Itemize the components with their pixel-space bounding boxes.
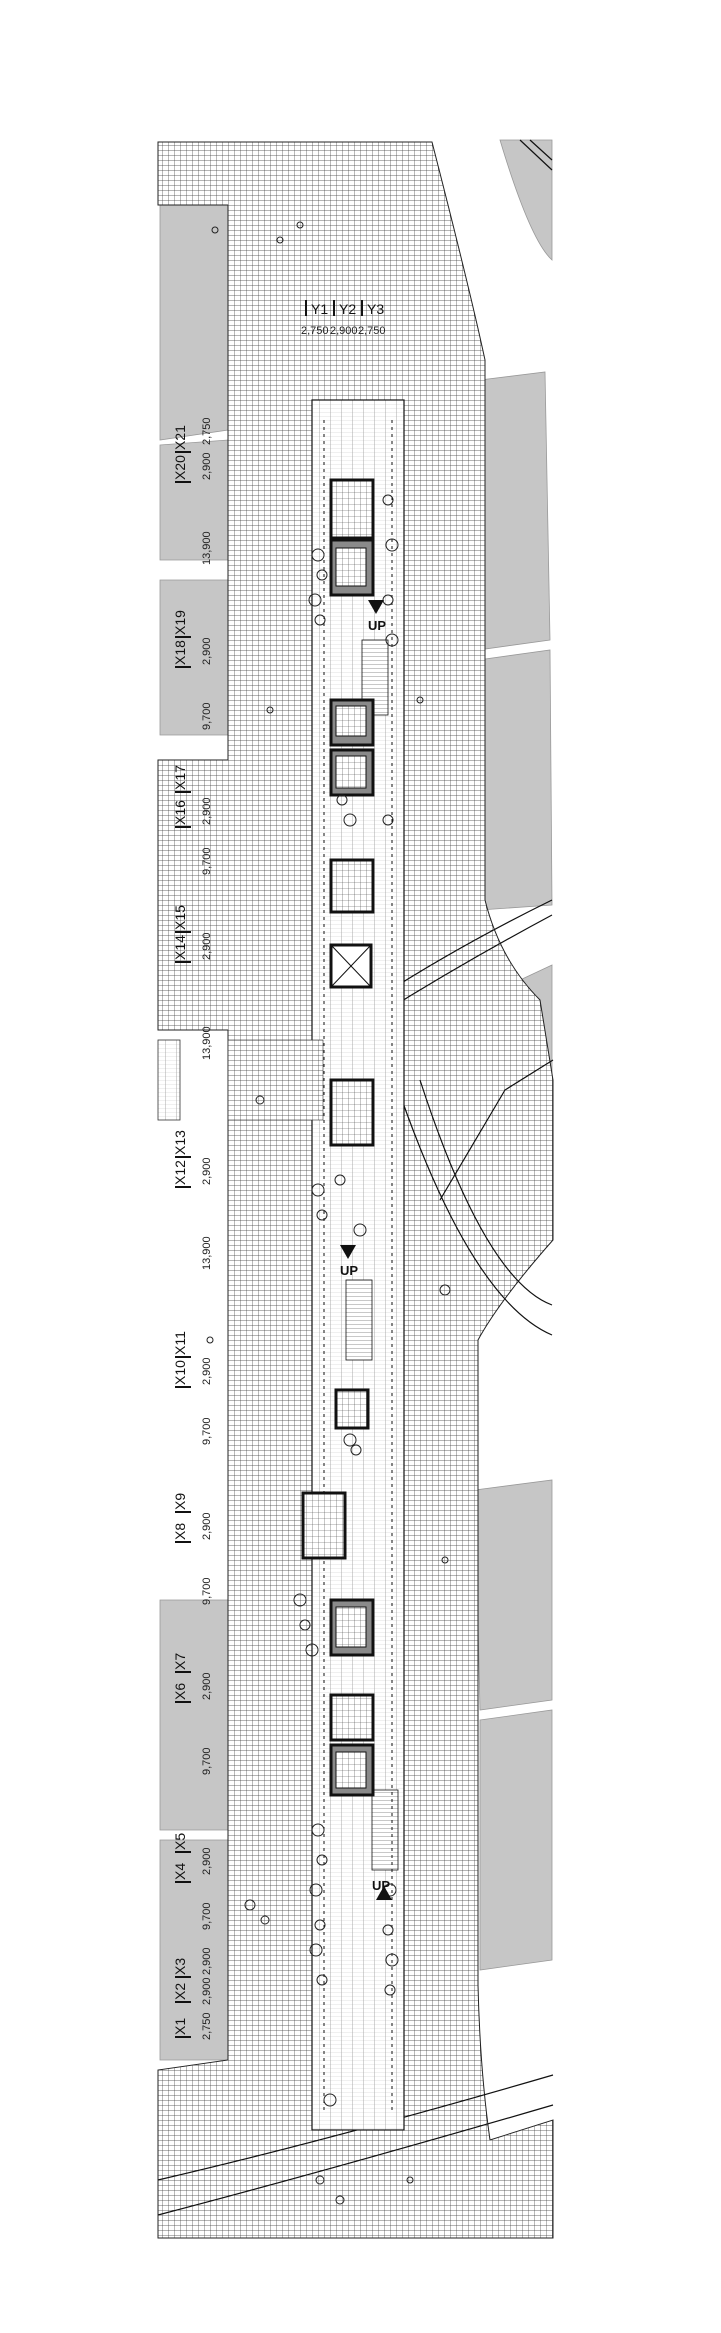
grid-x-dimension: 2,900: [201, 637, 213, 665]
grid-x-dimension: 2,900: [201, 1977, 213, 2005]
up-marker-1: UP: [368, 600, 386, 633]
station-cores: [301, 478, 375, 1797]
tree-clusters: [206, 221, 451, 2205]
grid-x-label: X19: [172, 610, 188, 635]
svg-text:UP: UP: [368, 618, 386, 633]
grid-x-label: X7: [172, 1653, 188, 1670]
grid-x-dimension: 9,700: [201, 847, 213, 875]
grid-x-axes: X1 X2 X3 X4 X5 X6 X7 X8 X9 X10 X11 X12 X13 X14 X15 X16 X…: [172, 417, 213, 2040]
grid-x-dimension: 13,900: [201, 1236, 213, 1270]
grid-x-dimension: 13,900: [201, 531, 213, 565]
grid-y-dimension: 2,900: [330, 325, 358, 337]
grid-y-label: Y1: [311, 301, 328, 317]
grid-x-dimension: 2,900: [201, 1947, 213, 1975]
grid-x-dimension: 2,900: [201, 932, 213, 960]
grid-x-dimension: 9,700: [201, 1577, 213, 1605]
grid-x-label: X14: [172, 935, 188, 960]
grid-x-label: X15: [172, 905, 188, 930]
grid-x-label: X4: [172, 1863, 188, 1880]
grid-x-label: X20: [172, 455, 188, 480]
diagonal-road: [157, 139, 554, 2216]
up-marker-2: UP: [340, 1245, 358, 1278]
grid-x-label: X16: [172, 800, 188, 825]
grid-x-dimension: 2,750: [201, 417, 213, 445]
grid-x-dimension: 2,900: [201, 1672, 213, 1700]
grid-x-dimension: 9,700: [201, 1417, 213, 1445]
grid-x-dimension: 2,900: [201, 1357, 213, 1385]
grid-x-label: X1: [172, 2018, 188, 2035]
grid-x-dimension: 9,700: [201, 1902, 213, 1930]
grid-x-label: X17: [172, 765, 188, 790]
grid-x-label: X10: [172, 1360, 188, 1385]
grid-x-dimension: 2,900: [201, 452, 213, 480]
grid-x-dimension: 13,900: [201, 1026, 213, 1060]
entrance-ramp: [157, 1039, 181, 1121]
grid-x-label: X6: [172, 1683, 188, 1700]
grid-x-dimension: 2,900: [201, 1847, 213, 1875]
grid-x-label: X3: [172, 1958, 188, 1975]
grid-y-dimension: 2,750: [358, 325, 386, 337]
grid-x-label: X5: [172, 1833, 188, 1850]
grid-x-label: X9: [172, 1493, 188, 1510]
grid-x-label: X11: [172, 1331, 188, 1355]
grid-x-dimension: 2,900: [201, 1512, 213, 1540]
grid-x-label: X18: [172, 640, 188, 665]
grid-x-dimension: 9,700: [201, 1747, 213, 1775]
grid-x-dimension: 9,700: [201, 702, 213, 730]
grid-x-label: X12: [172, 1160, 188, 1185]
grid-x-label: X21: [172, 425, 188, 450]
grid-y-label: Y3: [367, 301, 384, 317]
cross-walkway: [227, 1039, 324, 1121]
grid-x-dimension: 2,900: [201, 797, 213, 825]
grid-x-label: X13: [172, 1130, 188, 1155]
grid-x-dimension: 2,900: [201, 1157, 213, 1185]
grid-y-label: Y2: [339, 301, 356, 317]
grid-y-dimension: 2,750: [301, 325, 329, 337]
grid-x-dimension: 2,750: [201, 2012, 213, 2040]
grid-y-axes: Y1 Y2 Y3 2,750 2,900 2,750: [301, 300, 386, 337]
grid-x-label: X2: [172, 1983, 188, 2000]
up-marker-3: UP: [372, 1878, 392, 1900]
grid-x-label: X8: [172, 1523, 188, 1540]
svg-text:UP: UP: [372, 1878, 390, 1893]
svg-text:UP: UP: [340, 1263, 358, 1278]
